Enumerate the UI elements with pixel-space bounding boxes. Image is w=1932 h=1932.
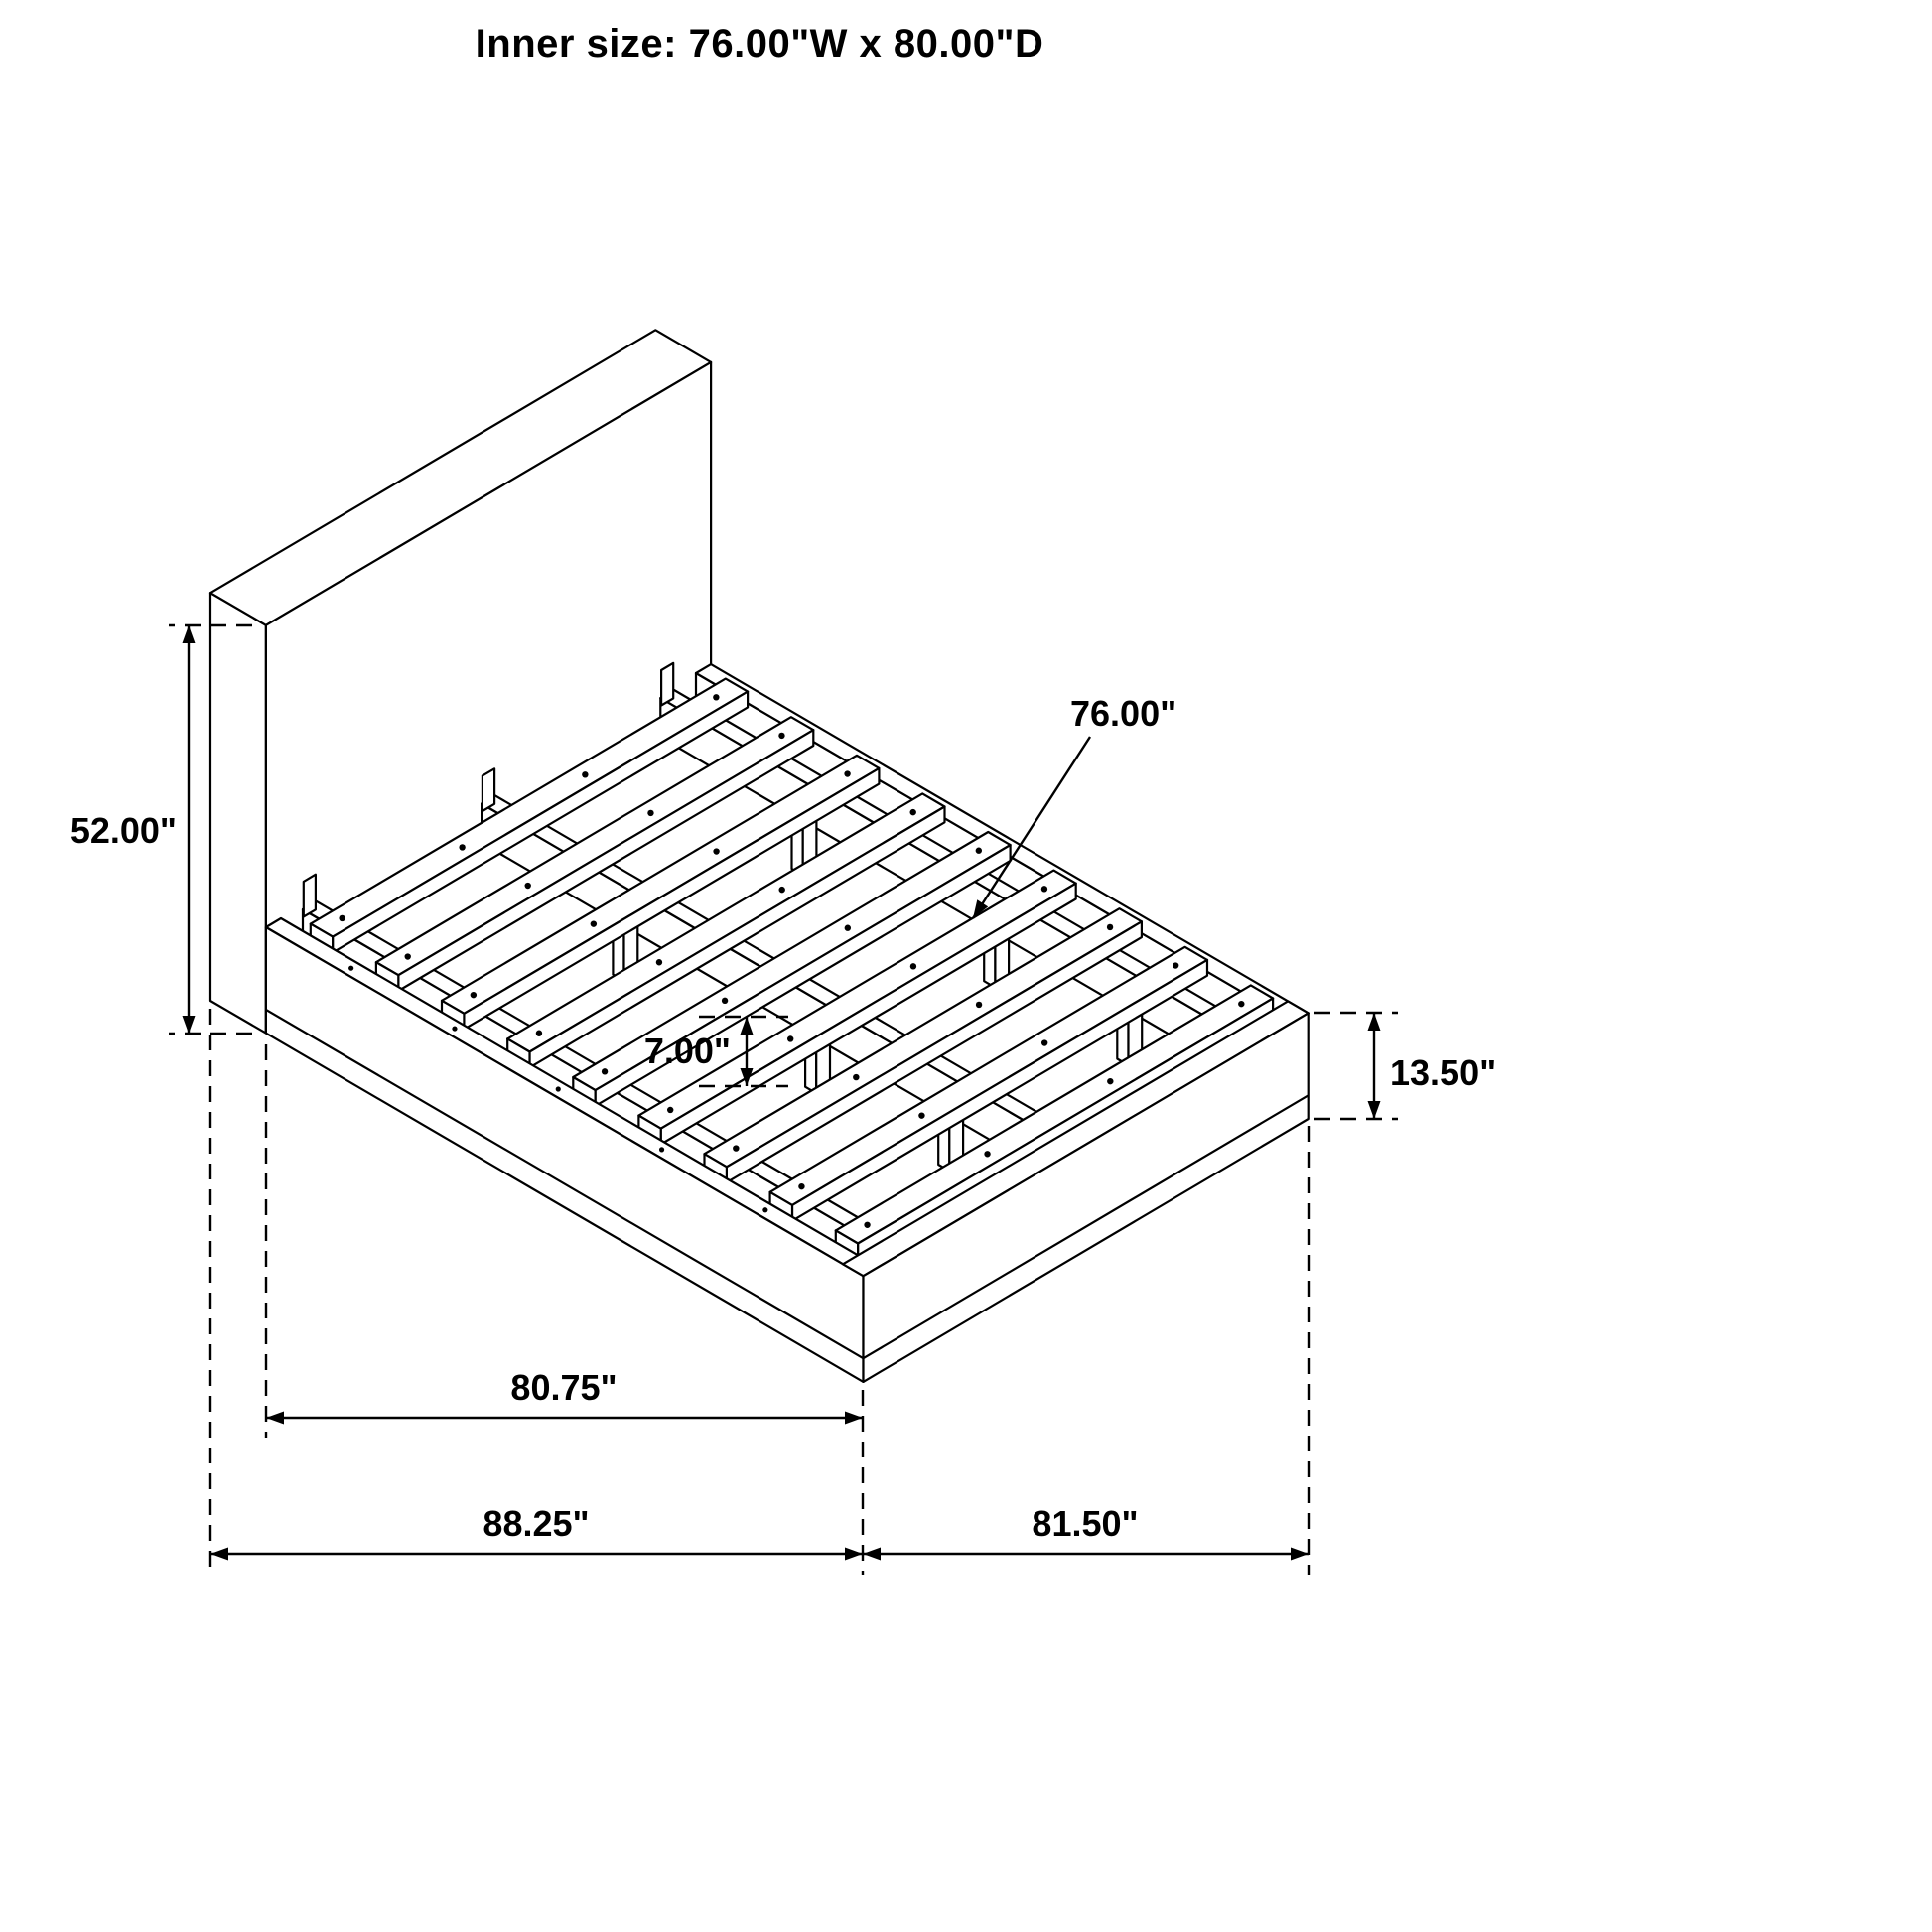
dim-label-total-width: 81.50" <box>1032 1503 1138 1544</box>
dim-label-platform-depth: 80.75" <box>510 1367 617 1408</box>
inner-size-title: Inner size: 76.00"W x 80.00"D <box>475 22 1044 66</box>
dim-label-slat-length: 76.00" <box>1070 693 1176 734</box>
dim-label-support-height: 7.00" <box>644 1031 731 1071</box>
dimension-annotations <box>169 623 1398 1575</box>
bed-line-drawing <box>208 329 1310 1384</box>
dim-label-headboard-height: 52.00" <box>70 810 177 851</box>
dim-label-total-depth: 88.25" <box>483 1503 589 1544</box>
dim-label-platform-height: 13.50" <box>1390 1052 1496 1093</box>
